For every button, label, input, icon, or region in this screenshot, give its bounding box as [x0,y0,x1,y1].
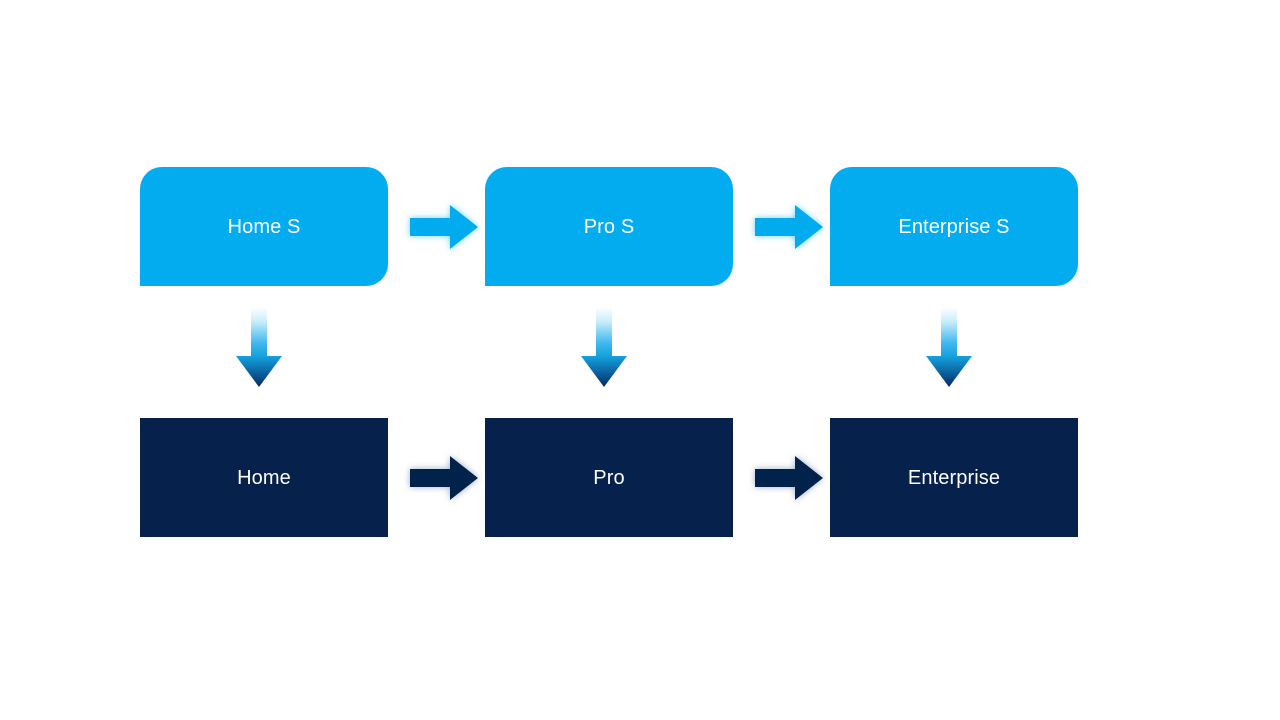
arrow-right-icon-pro-s-to-enterprise-s [755,205,823,249]
node-home[interactable]: Home [140,418,388,537]
node-label: Pro S [583,215,635,238]
node-label: Enterprise [907,466,1001,489]
arrow-right-icon-pro-to-enterprise [755,456,823,500]
arrow-down-icon-enterprise-s-to-enterprise [926,307,972,387]
node-home-s[interactable]: Home S [140,167,388,286]
node-pro-s[interactable]: Pro S [485,167,733,286]
node-label: Home [237,466,291,489]
arrow-down-icon-pro-s-to-pro [581,307,627,387]
node-enterprise[interactable]: Enterprise [830,418,1078,537]
node-label: Pro [593,466,625,489]
node-pro[interactable]: Pro [485,418,733,537]
node-enterprise-s[interactable]: Enterprise S [830,167,1078,286]
node-label: Enterprise S [898,215,1010,238]
arrow-right-icon-home-s-to-pro-s [410,205,478,249]
arrow-right-icon-home-to-pro [410,456,478,500]
arrow-down-icon-home-s-to-home [236,307,282,387]
node-label: Home S [227,215,301,238]
